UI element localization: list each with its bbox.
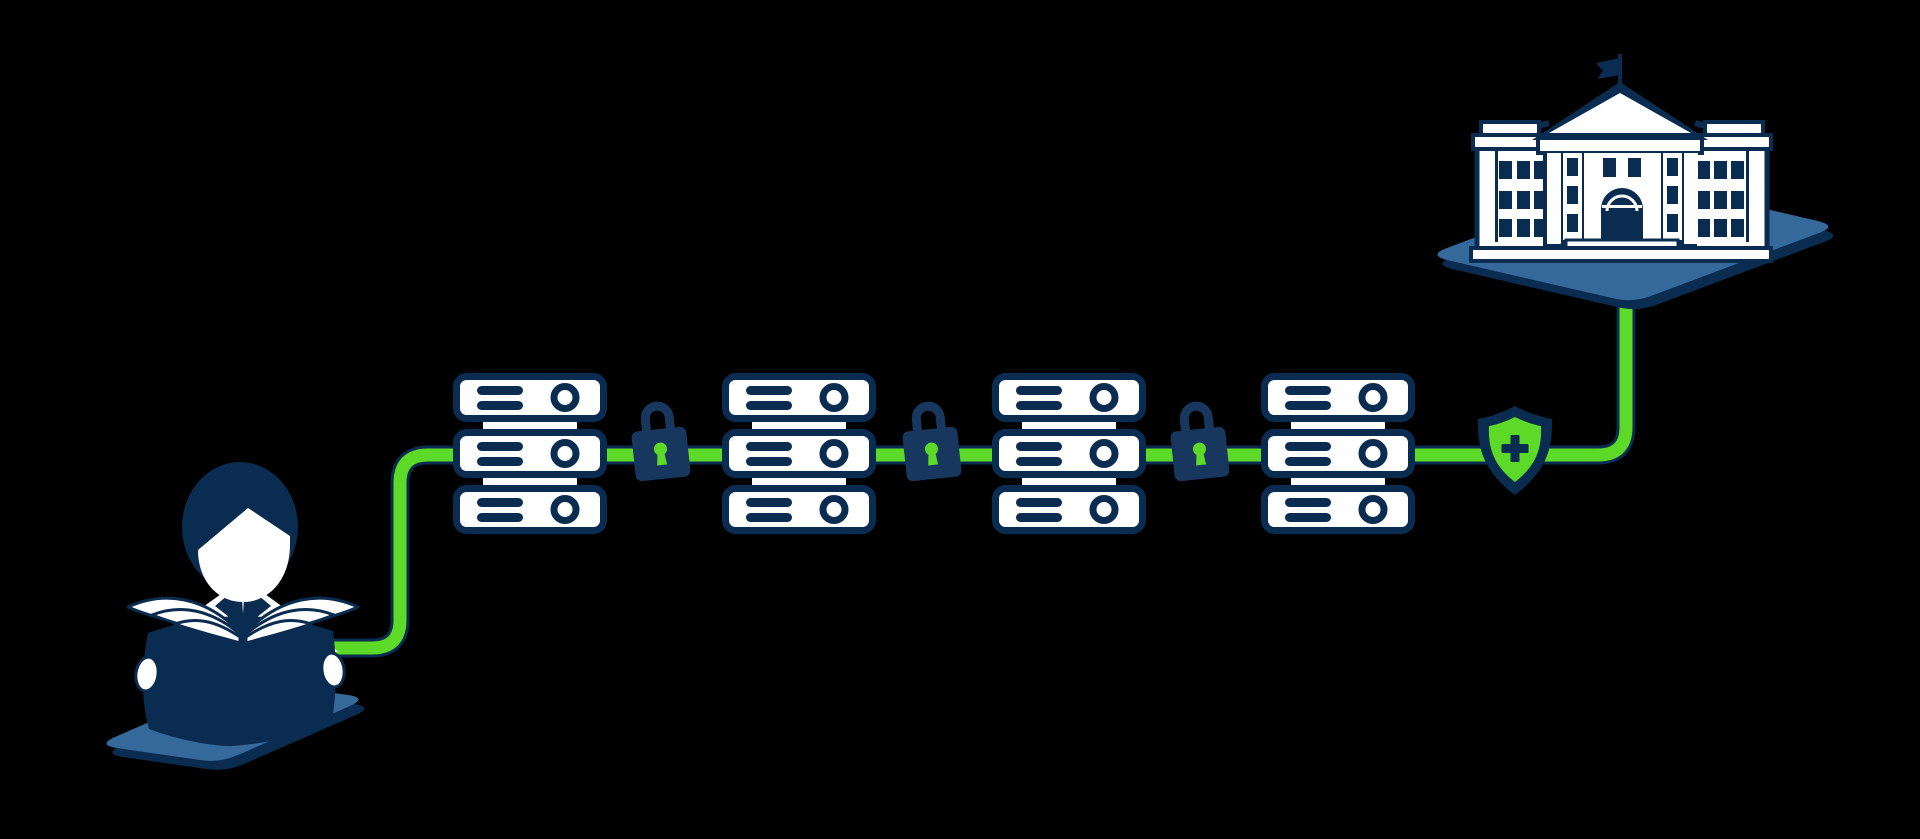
connection-line (325, 288, 1636, 658)
book-pages (126, 596, 360, 645)
reader-person-icon (106, 462, 365, 770)
building-portico (1536, 135, 1704, 248)
pediment-inner (1549, 93, 1691, 133)
open-book-icon (142, 616, 336, 746)
shield-plus-icon (1477, 406, 1553, 495)
server-stack-2 (726, 377, 873, 531)
column-2 (1584, 153, 1598, 244)
government-building-icon (1469, 54, 1773, 263)
reader-face (198, 508, 290, 602)
column-4 (1684, 153, 1698, 244)
shield-cross-v (1510, 435, 1520, 462)
reader-hand-left (134, 655, 160, 693)
government-building-node (1437, 54, 1834, 310)
building-wing-right (1690, 137, 1770, 253)
server-stack-3 (996, 377, 1143, 531)
building-base (1469, 246, 1773, 263)
flag-icon (1596, 58, 1620, 79)
arched-door (1601, 188, 1643, 248)
column-1 (1547, 153, 1561, 244)
column-3 (1647, 153, 1661, 244)
server-stack-4 (1265, 377, 1412, 531)
reader-hand-right (320, 651, 346, 689)
building-wing-left (1474, 137, 1554, 253)
padlock-icon-3 (1168, 403, 1230, 481)
connection-line-core (325, 288, 1633, 655)
padlock-icon-1 (629, 403, 691, 481)
server-stack-1 (457, 377, 604, 531)
padlock-icon-2 (900, 403, 962, 481)
